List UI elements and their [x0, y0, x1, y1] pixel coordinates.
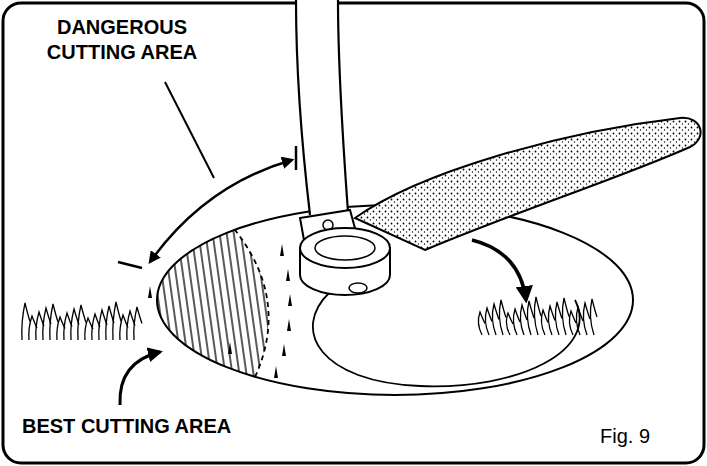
grass-tufts	[22, 297, 597, 340]
area-label: BEST CUTTING AREA	[22, 414, 231, 439]
dangerous-arc-arrow	[150, 160, 292, 262]
frame-border	[3, 3, 704, 463]
area-label: DANGEROUS CUTTING AREA	[42, 15, 202, 65]
trimmer-head-top	[300, 228, 390, 268]
shaft-edge	[296, 0, 310, 215]
grass-blade	[485, 308, 492, 335]
grass-blade	[562, 298, 569, 335]
leader-line	[165, 82, 214, 178]
line-eyelet	[349, 283, 367, 293]
grass-blade	[280, 244, 284, 256]
rotation-arrow	[472, 240, 526, 300]
grass-blade	[148, 286, 152, 298]
grass-blade	[228, 342, 232, 354]
grass-blade	[548, 306, 555, 335]
grass-blade	[287, 319, 291, 331]
grass-blade	[288, 294, 292, 306]
shaft-fill	[296, 0, 348, 215]
grass-blade	[506, 313, 513, 335]
grass-blade	[520, 305, 527, 335]
grass-blade	[286, 269, 290, 281]
grass-blade	[541, 310, 548, 335]
grass-blade	[583, 303, 590, 335]
best-cutting-hatch	[157, 230, 268, 377]
head-ring	[315, 236, 375, 260]
arc-end-tick	[295, 146, 298, 170]
grass-blade	[134, 307, 142, 340]
grass-blade	[527, 301, 534, 335]
figure-number: Fig. 9	[600, 424, 650, 449]
shaft-edge	[338, 0, 348, 212]
grass-blade	[534, 297, 541, 335]
grass-blade	[274, 366, 278, 378]
grass-blade	[513, 309, 520, 335]
trimmer-line	[313, 292, 580, 386]
dashed-boundary	[235, 230, 269, 377]
grass-blade	[569, 311, 576, 335]
grass-blade	[555, 302, 562, 335]
grass-blade	[478, 312, 485, 335]
best-area-arrow	[120, 352, 160, 405]
grass-blade	[499, 300, 506, 335]
cut-grass-blades	[148, 244, 292, 378]
grass-blade	[590, 299, 597, 335]
grass-blade	[492, 304, 499, 335]
grass-guard	[355, 118, 701, 250]
arc-end-tick	[118, 262, 142, 268]
grass-blade	[282, 344, 286, 356]
